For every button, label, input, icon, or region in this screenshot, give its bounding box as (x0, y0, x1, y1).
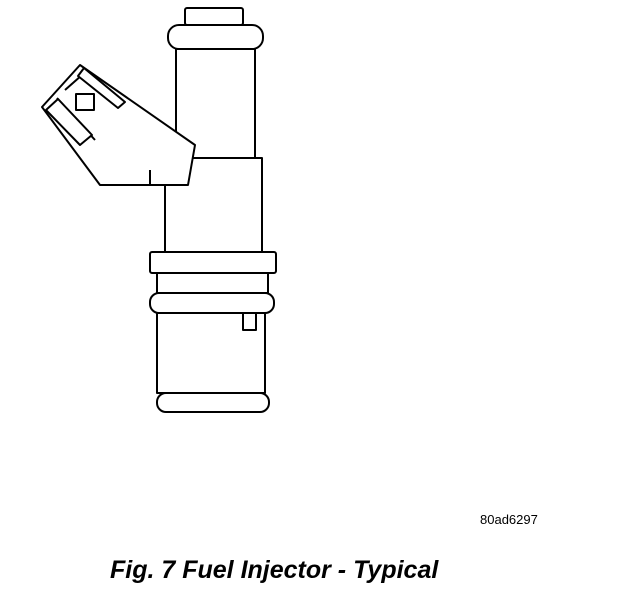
neck (156, 272, 269, 294)
middle-o-ring (149, 292, 275, 314)
figure-reference-code: 80ad6297 (480, 512, 538, 527)
bottom-o-ring (156, 392, 270, 413)
mid-collar (149, 251, 277, 274)
top-cap (184, 7, 244, 26)
electrical-connector (41, 64, 196, 186)
top-o-ring (167, 24, 264, 50)
figure-caption: Fig. 7 Fuel Injector - Typical (110, 556, 439, 584)
nozzle-body (156, 312, 266, 394)
